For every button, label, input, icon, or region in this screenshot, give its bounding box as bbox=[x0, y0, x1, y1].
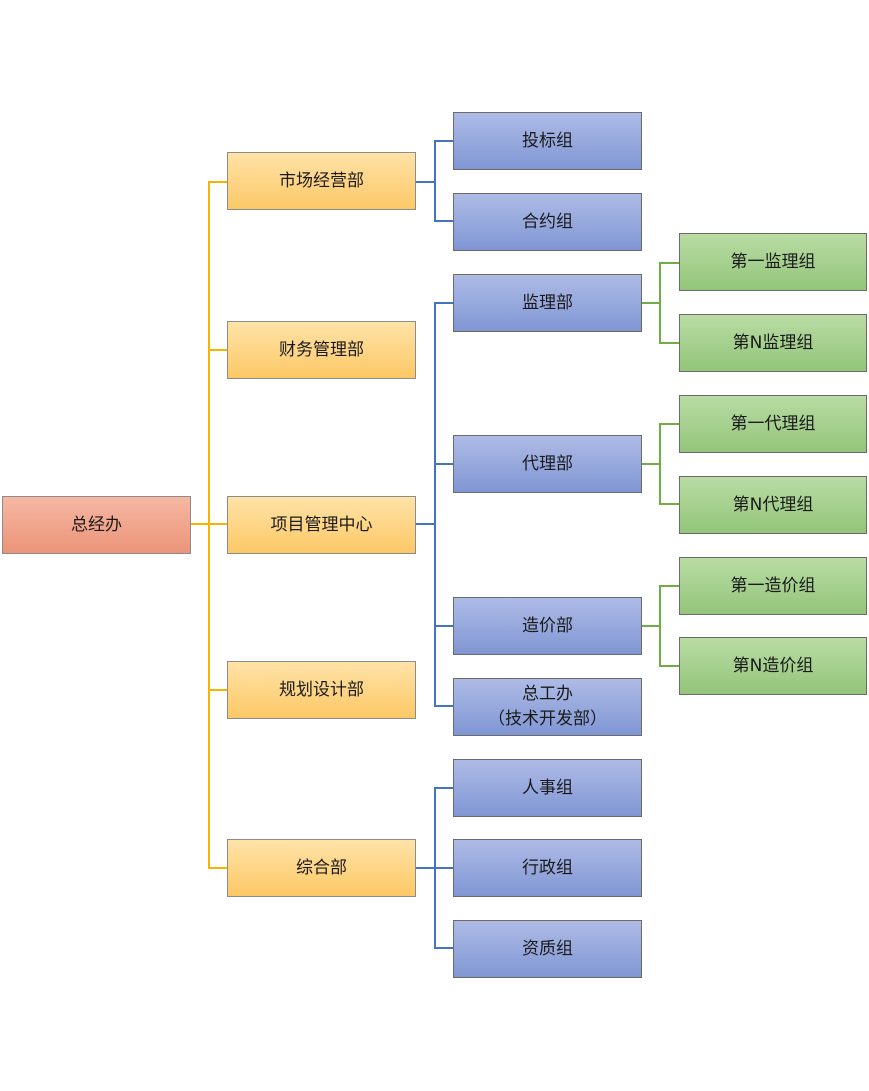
connector-to-chief-engineer bbox=[434, 705, 453, 707]
division-chief-engineer-label-line2: （技术开发部） bbox=[488, 709, 607, 729]
connector-departments-spine bbox=[208, 181, 210, 869]
group-qualification: 资质组 bbox=[453, 920, 642, 978]
connector-supervision-spine bbox=[659, 262, 661, 344]
division-supervision: 监理部 bbox=[453, 274, 642, 332]
connector-to-planning bbox=[208, 689, 228, 691]
connector-cost-spine bbox=[659, 585, 661, 667]
connector-market-spine bbox=[434, 140, 436, 222]
connector-to-first-agency-team bbox=[659, 423, 679, 425]
connector-to-qualification-group bbox=[434, 947, 453, 949]
connector-cost-stub bbox=[641, 625, 661, 627]
connector-to-project-center bbox=[208, 523, 228, 525]
connector-to-nth-supervision-team bbox=[659, 342, 679, 344]
connector-agency-stub bbox=[641, 463, 661, 465]
connector-project-center-stub bbox=[415, 523, 436, 525]
connector-to-first-cost-team bbox=[659, 585, 679, 587]
dept-general-affairs: 综合部 bbox=[227, 839, 416, 897]
connector-to-market bbox=[208, 181, 228, 183]
team-first-supervision: 第一监理组 bbox=[679, 233, 867, 291]
connector-to-contract-group bbox=[434, 220, 453, 222]
connector-to-nth-agency-team bbox=[659, 503, 679, 505]
connector-market-stub bbox=[415, 181, 436, 183]
root-node-general-office: 总经办 bbox=[2, 496, 191, 554]
connector-to-supervision bbox=[434, 302, 453, 304]
connector-to-finance bbox=[208, 349, 228, 351]
connector-to-first-supervision-team bbox=[659, 262, 679, 264]
connector-to-hr-group bbox=[434, 787, 453, 789]
team-nth-cost: 第N造价组 bbox=[679, 637, 867, 695]
division-chief-engineer-office: 总工办 （技术开发部） bbox=[453, 678, 642, 736]
group-administration: 行政组 bbox=[453, 839, 642, 897]
connector-to-bid-group bbox=[434, 140, 453, 142]
dept-finance-management: 财务管理部 bbox=[227, 321, 416, 379]
team-first-agency: 第一代理组 bbox=[679, 395, 867, 453]
division-cost: 造价部 bbox=[453, 597, 642, 655]
connector-root-stub bbox=[190, 523, 209, 525]
connector-supervision-stub bbox=[641, 302, 661, 304]
division-agency: 代理部 bbox=[453, 435, 642, 493]
team-nth-supervision: 第N监理组 bbox=[679, 314, 867, 372]
division-chief-engineer-label-line1: 总工办 bbox=[522, 684, 573, 705]
connector-to-general bbox=[208, 867, 228, 869]
dept-market-operations: 市场经营部 bbox=[227, 152, 416, 210]
connector-to-agency bbox=[434, 463, 453, 465]
connector-project-center-spine bbox=[434, 302, 436, 707]
connector-agency-spine bbox=[659, 423, 661, 505]
dept-planning-design: 规划设计部 bbox=[227, 661, 416, 719]
connector-general-stub bbox=[415, 867, 436, 869]
team-first-cost: 第一造价组 bbox=[679, 557, 867, 615]
connector-to-admin-group bbox=[434, 867, 453, 869]
connector-to-cost bbox=[434, 625, 453, 627]
team-nth-agency: 第N代理组 bbox=[679, 476, 867, 534]
connector-to-nth-cost-team bbox=[659, 665, 679, 667]
group-bidding: 投标组 bbox=[453, 112, 642, 170]
group-contract: 合约组 bbox=[453, 193, 642, 251]
dept-project-management-center: 项目管理中心 bbox=[227, 496, 416, 554]
group-hr: 人事组 bbox=[453, 759, 642, 817]
